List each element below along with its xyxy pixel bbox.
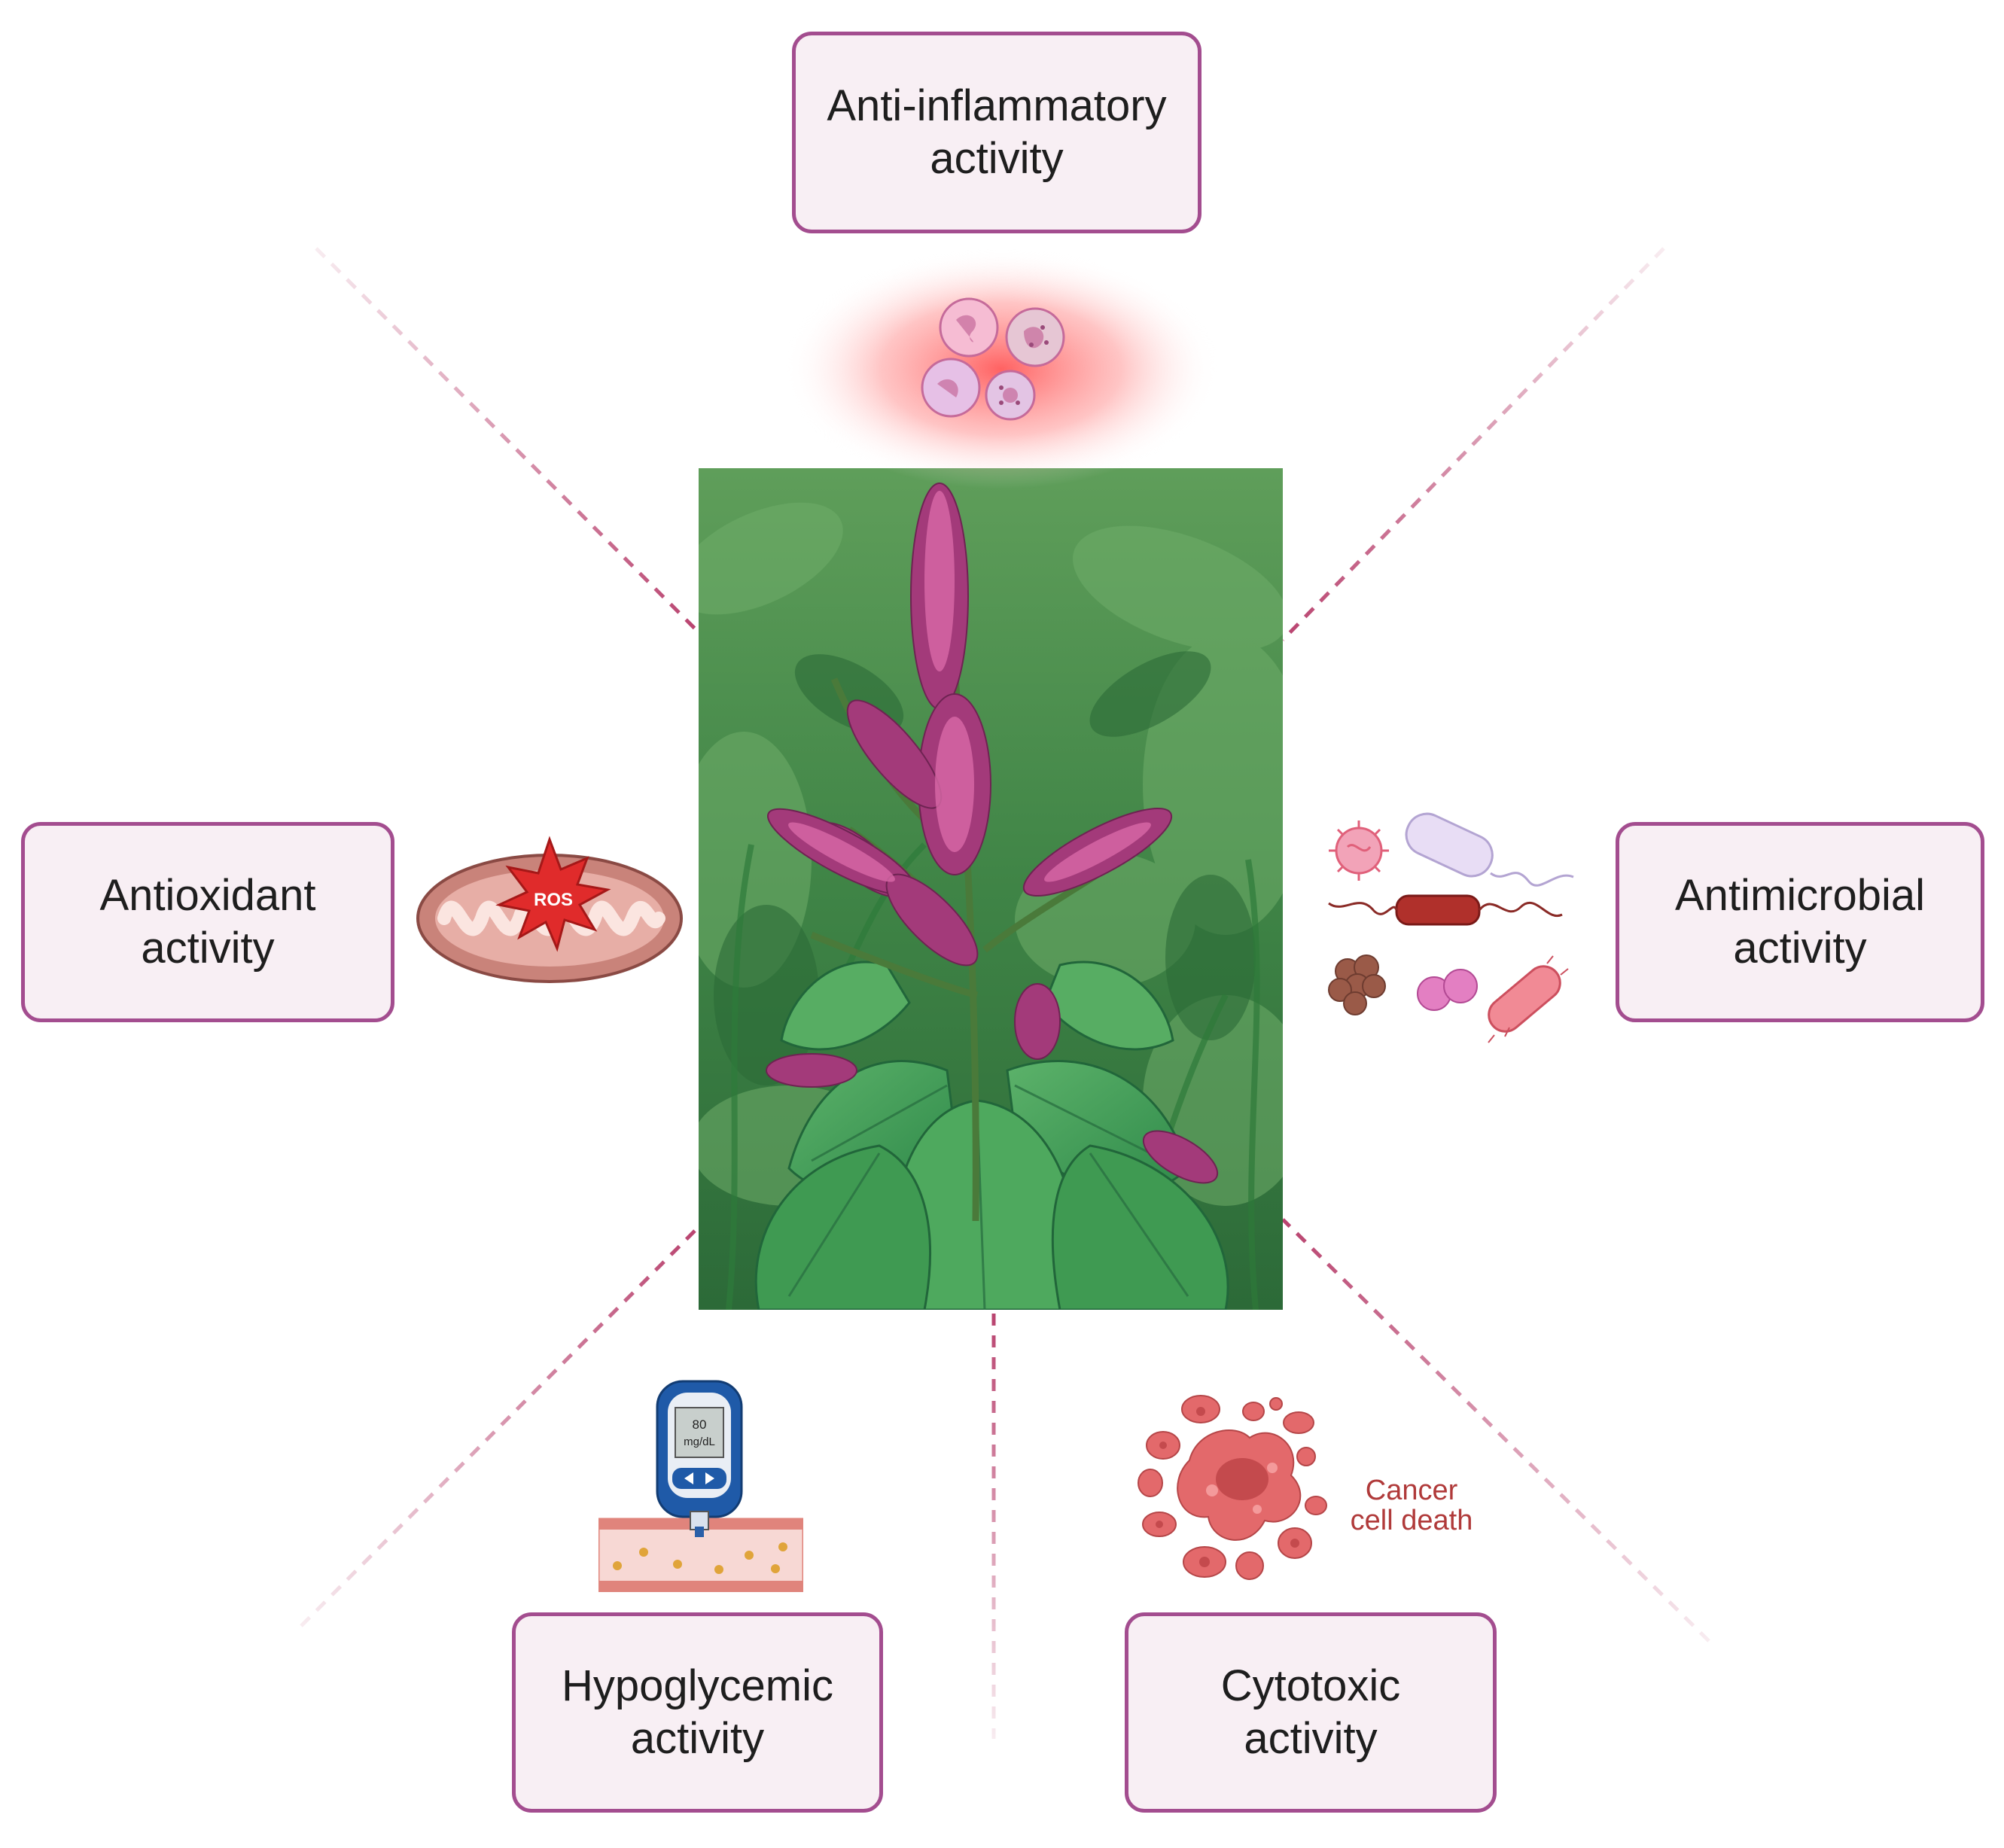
rod-bacterium-icon [1488, 955, 1569, 1043]
hypoglycemic-box: Hypoglycemic activity [512, 1612, 883, 1813]
cytotoxic-label: Cytotoxic activity [1220, 1661, 1401, 1763]
flagellated-bacterium-icon [1328, 894, 1563, 926]
antimicrobial-box: Antimicrobial activity [1616, 822, 1984, 1022]
cancer-cell-death-icon [1138, 1395, 1327, 1580]
hypoglycemic-label: Hypoglycemic activity [562, 1661, 833, 1763]
glucometer-value: 80 [693, 1417, 707, 1432]
connector-lower-right [1281, 1218, 1710, 1642]
cocci-cluster-icon [1328, 954, 1386, 1015]
antimicrobial-label: Antimicrobial activity [1675, 871, 1925, 973]
connector-lower-left [300, 1225, 700, 1627]
virus-icon [1329, 820, 1389, 881]
connector-upper-left [315, 247, 700, 634]
anti-inflammatory-label: Anti-inflammatory activity [827, 81, 1167, 183]
microbes-icon [1328, 812, 1574, 1043]
glucometer-icon: 80 mg/dL [598, 1380, 803, 1592]
connector-upper-right [1281, 247, 1665, 641]
mitochondria-ros-icon: ROS [416, 836, 683, 983]
glucometer-unit: mg/dL [684, 1435, 715, 1448]
immune-cells-icon [783, 248, 1220, 489]
anti-inflammatory-box: Anti-inflammatory activity [792, 32, 1201, 233]
antioxidant-box: Antioxidant activity [21, 822, 394, 1022]
diplococcus-icon [1417, 969, 1478, 1011]
cytotoxic-box: Cytotoxic activity [1125, 1612, 1497, 1813]
bacillus-icon [1405, 812, 1574, 887]
plant-photo [699, 468, 1283, 1310]
cancer-cell-death-label: Cancer cell death [1350, 1475, 1473, 1536]
ros-label: ROS [534, 890, 573, 910]
antioxidant-label: Antioxidant activity [99, 871, 316, 973]
